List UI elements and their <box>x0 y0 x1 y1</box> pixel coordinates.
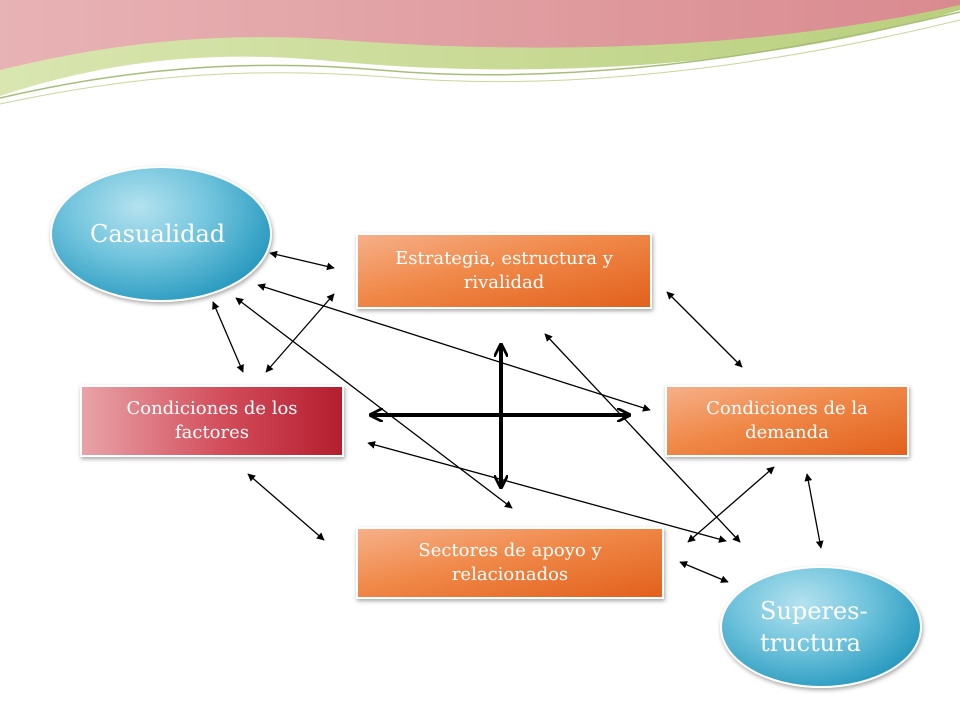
node-sectores-label: Sectores de apoyo y relacionados <box>418 539 602 585</box>
arrow-demanda-superestructura <box>804 473 824 549</box>
node-superestructura: Superes- tructura <box>720 566 922 688</box>
node-factores: Condiciones de los factores <box>80 385 344 457</box>
node-superestructura-label: Superes- tructura <box>760 596 868 657</box>
arrow-sectores-superestructura <box>679 561 729 583</box>
node-casualidad: Casualidad <box>50 166 272 302</box>
arrow-factores-estrategia <box>265 293 335 373</box>
arrow-estrategia-demanda <box>666 291 743 368</box>
node-demanda: Condiciones de la demanda <box>665 385 909 457</box>
arrow-casualidad-estrategia <box>269 250 335 271</box>
node-casualidad-label: Casualidad <box>90 220 226 248</box>
node-estrategia: Estrategia, estructura y rivalidad <box>356 233 652 309</box>
arrow-demanda-sectores <box>687 466 775 543</box>
node-estrategia-label: Estrategia, estructura y rivalidad <box>395 247 613 293</box>
node-sectores: Sectores de apoyo y relacionados <box>356 527 664 599</box>
header-wave-decoration <box>0 0 960 105</box>
arrow-factores-sectores <box>247 473 325 541</box>
node-factores-label: Condiciones de los factores <box>126 397 298 443</box>
node-demanda-label: Condiciones de la demanda <box>706 397 868 443</box>
arrow-casualidad-factores <box>212 301 244 373</box>
